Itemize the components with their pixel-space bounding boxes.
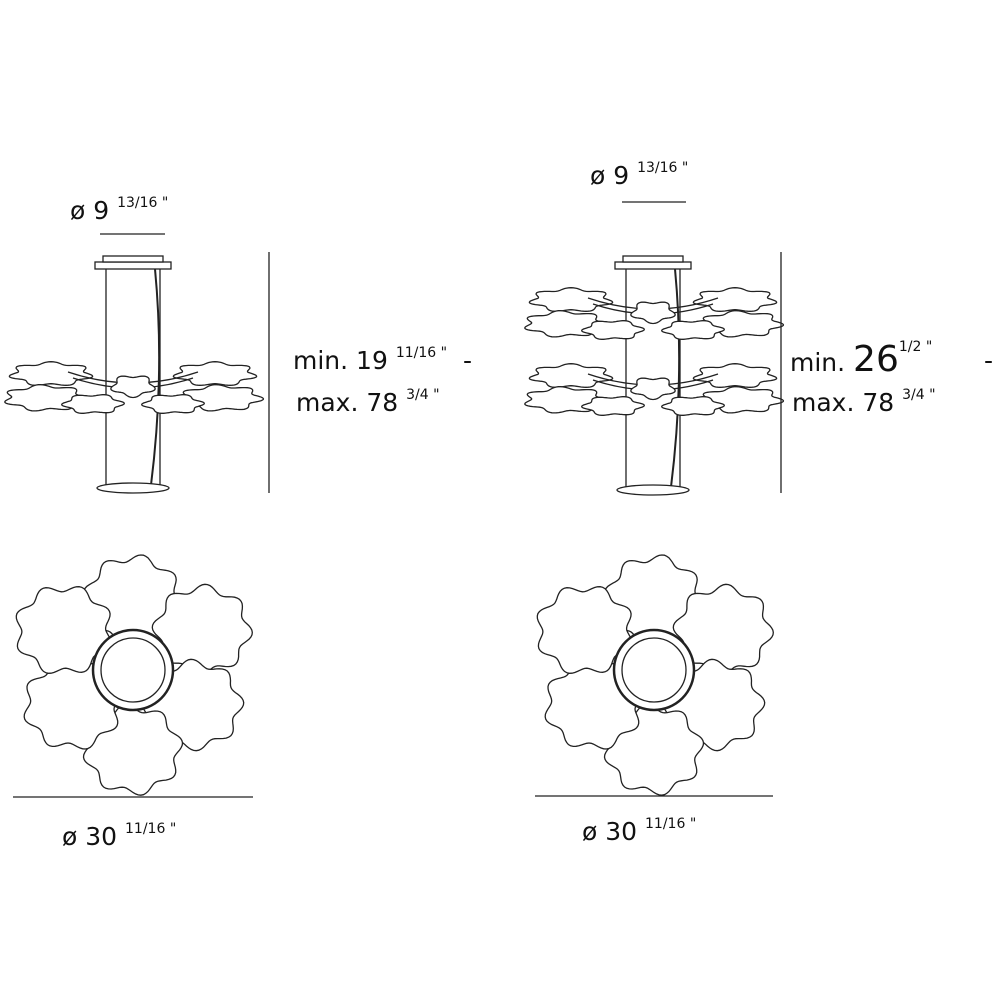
left-side-view-base	[96, 482, 170, 494]
left-top-diameter-label: ø 9 13/16 "	[70, 195, 169, 225]
right-side-view-leaves	[528, 363, 614, 388]
left-top-view-leaf	[15, 586, 112, 674]
left-side-view-leaves-hub	[110, 375, 156, 399]
right-top-view-diffuser	[621, 637, 687, 703]
left-height-max-label: max. 78 3/4 "	[296, 387, 440, 417]
left-side-view-canopy	[94, 261, 172, 270]
right-top-diameter-label: ø 9 13/16 "	[590, 160, 689, 190]
right-side-view-cable	[670, 268, 681, 488]
right-side-view-leaves	[661, 396, 725, 416]
right-side-view-leaves	[581, 396, 645, 416]
left-side-view-canopy-top	[102, 255, 164, 263]
right-side-view-leaves-hub	[630, 377, 676, 401]
right-top-view-leaf	[672, 583, 774, 677]
right-bottom-diameter-label: ø 30 11/16 "	[582, 816, 697, 846]
left-side-view-leaves	[8, 361, 94, 386]
right-side-view-canopy	[614, 261, 692, 270]
right-side-view-leaves	[661, 320, 725, 340]
left-side-view-leaves	[172, 361, 258, 386]
left-side-view-cable	[150, 268, 161, 486]
right-side-view-leaves	[692, 287, 778, 312]
right-top-view-leaf	[536, 586, 633, 674]
right-side-view-leaves	[528, 287, 614, 312]
right-side-view-base	[616, 484, 690, 496]
right-height-max-label: max. 78 3/4 "	[792, 387, 936, 417]
left-top-view-diffuser	[100, 637, 166, 703]
right-side-view-leaves-hub	[630, 301, 676, 325]
left-side-view-leaves	[61, 394, 125, 414]
right-side-view-leaves	[692, 363, 778, 388]
left-height-min-label: min. 19 11/16 " -	[293, 345, 473, 375]
left-top-view-leaf	[151, 583, 253, 677]
right-side-view-leaves	[581, 320, 645, 340]
left-bottom-diameter-label: ø 30 11/16 "	[62, 821, 177, 851]
right-height-separator: -	[984, 346, 994, 375]
right-side-view-canopy-top	[622, 255, 684, 263]
left-side-view-leaves	[141, 394, 205, 414]
right-height-min-label: min. 261/2 "	[790, 339, 933, 380]
